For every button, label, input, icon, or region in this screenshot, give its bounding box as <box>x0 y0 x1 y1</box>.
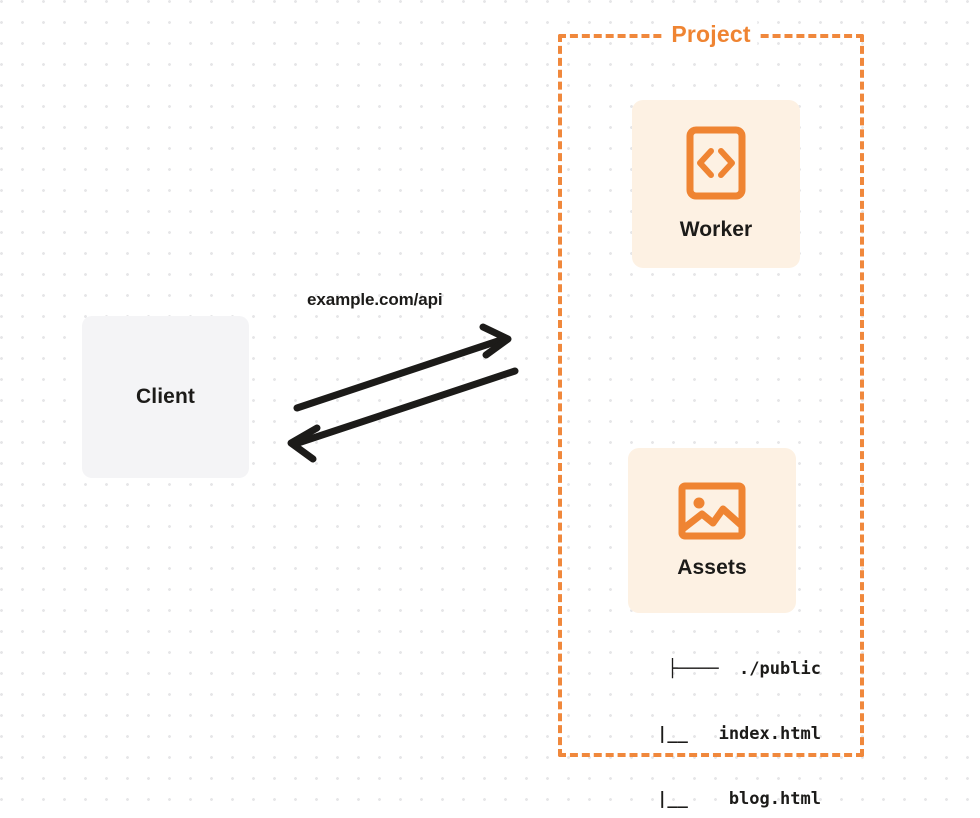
client-node[interactable]: Client <box>82 316 249 478</box>
worker-label: Worker <box>679 218 753 241</box>
assets-label: Assets <box>677 555 747 579</box>
image-icon <box>678 482 746 540</box>
file-tree-line: |__ blog.html <box>606 789 821 809</box>
code-brackets-icon <box>686 126 746 200</box>
project-group-title: Project <box>664 21 758 48</box>
file-tree-line: |__ index.html <box>606 723 821 744</box>
assets-file-tree: ├──── ./public |__ index.html |__ blog.h… <box>606 615 821 818</box>
project-group: Project <box>558 21 864 757</box>
client-label: Client <box>136 385 195 408</box>
assets-node[interactable]: Assets <box>628 448 796 613</box>
request-arrow <box>293 323 512 412</box>
connection-label: example.com/api <box>307 290 443 309</box>
worker-node[interactable]: Worker <box>632 100 800 268</box>
response-arrow <box>287 367 519 463</box>
file-tree-line: ├──── ./public <box>667 658 821 679</box>
